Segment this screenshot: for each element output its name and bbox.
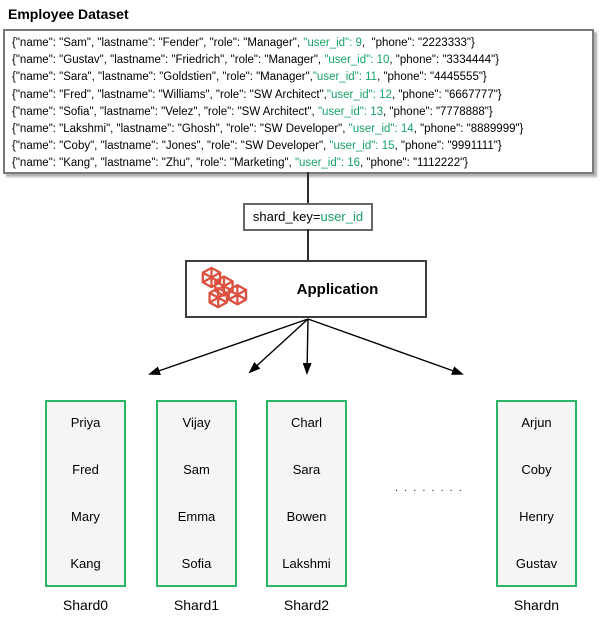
shard-key-box: shard_key=user_id	[243, 203, 373, 231]
dataset-record: {"name": "Coby", "lastname": "Jones", "r…	[12, 138, 592, 155]
shard-member: Kang	[70, 556, 101, 571]
shard-column: Priya Fred Mary Kang Shard0	[45, 400, 126, 613]
record-user-id: "user_id": 10	[324, 54, 390, 67]
shard-member: Lakshmi	[282, 556, 331, 571]
shard-key-label: shard_key=	[252, 209, 321, 224]
shard-label: Shard0	[62, 597, 109, 613]
record-text-post: , "phone": "1112222"}	[360, 157, 469, 170]
shard-member: Sara	[292, 462, 321, 477]
record-text-post: , "phone": "4445555"}	[377, 71, 487, 84]
ellipsis-dots: . . . . . . . .	[395, 482, 464, 494]
record-text-pre: {"name": "Sam", "lastname": "Fender", "r…	[12, 37, 304, 49]
record-user-id: "user_id": 12	[326, 88, 392, 101]
dataset-record: {"name": "Sara", "lastname": "Goldstien"…	[12, 69, 592, 86]
shard-member: Emma	[177, 509, 216, 524]
record-user-id: "user_id": 11	[312, 71, 378, 84]
application-label: Application	[296, 280, 379, 298]
shard-column: Charl Sara Bowen Lakshmi Shard2	[266, 400, 347, 613]
shard-key-value: user_id	[320, 209, 364, 224]
record-text-pre: {"name": "Coby", "lastname": "Jones", "r…	[12, 140, 330, 153]
shard-box: Vijay Sam Emma Sofia	[156, 400, 237, 587]
record-text-post: , "phone": "3334444"}	[389, 54, 500, 67]
shard-member: Priya	[70, 415, 101, 430]
record-user-id: "user_id": 14	[348, 123, 414, 136]
arrow-to-shard0	[148, 318, 309, 375]
shard-member: Vijay	[182, 415, 211, 430]
shard-label: Shardn	[513, 597, 560, 613]
arrow-to-shardn	[307, 318, 464, 375]
red-wireframe-cubes-icon	[201, 266, 248, 309]
shard-box: Arjun Coby Henry Gustav	[496, 400, 577, 587]
record-text-pre: {"name": "Sara", "lastname": "Goldstien"…	[12, 71, 313, 84]
record-text-post: , "phone": "9991111"}	[394, 140, 502, 153]
shard-member: Coby	[521, 462, 552, 477]
shard-member: Bowen	[286, 509, 327, 524]
dataset-record: {"name": "Fred", "lastname": "Williams",…	[12, 87, 592, 104]
application-box: Application	[185, 260, 427, 318]
shard-member: Gustav	[515, 556, 558, 571]
dataset-record: {"name": "Lakshmi", "lastname": "Ghosh",…	[12, 121, 592, 138]
dataset-record: {"name": "Sofia", "lastname": "Velez", "…	[12, 104, 592, 121]
shard-member: Arjun	[521, 415, 552, 430]
shard-member: Mary	[71, 509, 100, 524]
record-text-pre: {"name": "Gustav", "lastname": "Friedric…	[12, 54, 325, 67]
record-user-id: "user_id": 13	[317, 105, 384, 118]
dataset-record: {"name": "Gustav", "lastname": "Friedric…	[12, 52, 592, 69]
shard-member: Charl	[290, 415, 323, 430]
record-text-post: , "phone": "2223333"}	[361, 37, 475, 49]
connector-dataset-to-shardkey	[307, 172, 309, 203]
diagram-title: Employee Dataset	[8, 6, 129, 22]
record-user-id: "user_id": 16	[294, 157, 361, 170]
record-user-id: "user_id": 15	[329, 140, 395, 153]
shard-box: Charl Sara Bowen Lakshmi	[266, 400, 347, 587]
dataset-record: {"name": "Kang", "lastname": "Zhu", "rol…	[12, 155, 592, 172]
shard-label: Shard1	[173, 597, 220, 613]
dataset-record: {"name": "Sam", "lastname": "Fender", "r…	[12, 35, 592, 52]
record-text-post: , "phone": "6667777"}	[391, 88, 502, 101]
record-text-pre: {"name": "Lakshmi", "lastname": "Ghosh",…	[12, 123, 349, 136]
employee-dataset-box: {"name": "Sam", "lastname": "Fender", "r…	[3, 29, 594, 174]
shard-column: Vijay Sam Emma Sofia Shard1	[156, 400, 237, 613]
record-text-pre: {"name": "Kang", "lastname": "Zhu", "rol…	[12, 157, 295, 170]
shard-box: Priya Fred Mary Kang	[45, 400, 126, 587]
shard-member: Sofia	[181, 556, 212, 571]
arrow-to-shard2	[302, 318, 312, 375]
shard-label: Shard2	[283, 597, 330, 613]
fan-out-arrows	[148, 318, 464, 375]
record-user-id: "user_id": 9	[303, 37, 362, 49]
record-text-pre: {"name": "Sofia", "lastname": "Velez", "…	[12, 105, 318, 118]
record-text-post: , "phone": "7778888"}	[383, 105, 493, 118]
arrow-to-shard1	[248, 318, 309, 374]
shard-column: Arjun Coby Henry Gustav Shardn	[496, 400, 577, 613]
shard-member: Henry	[519, 509, 554, 524]
record-text-pre: {"name": "Fred", "lastname": "Williams",…	[12, 88, 327, 101]
shard-member: Fred	[72, 462, 99, 477]
shard-member: Sam	[183, 462, 210, 477]
record-text-post: , "phone": "8889999"}	[413, 123, 524, 136]
connector-shardkey-to-application	[307, 229, 309, 260]
